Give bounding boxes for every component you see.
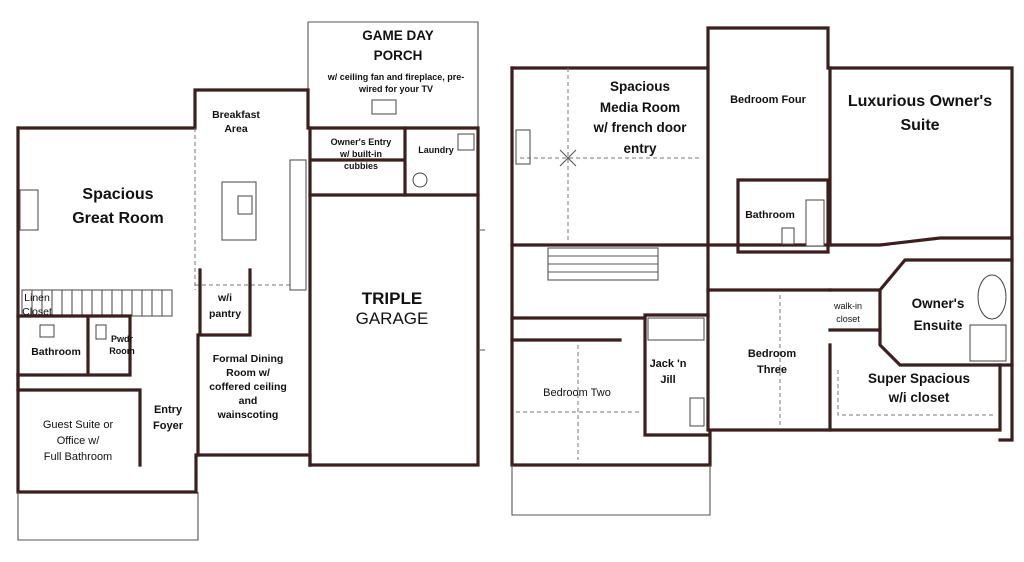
label-walkin-closet: closet <box>836 314 860 324</box>
label-media-room: Media Room <box>600 100 680 115</box>
label-media-room: Spacious <box>610 79 670 94</box>
kitchen-sink <box>237 195 253 215</box>
bedroom-three-wall <box>706 288 832 432</box>
label-game-day-porch: PORCH <box>374 48 423 63</box>
label-dining: and <box>239 395 258 407</box>
label-porch-note: w/ ceiling fan and fireplace, pre- <box>327 72 465 82</box>
label-breakfast: Area <box>224 123 248 135</box>
bedroom-two-wall <box>510 316 647 342</box>
label-garage: GARAGE <box>356 309 429 328</box>
label-owners-entry: cubbies <box>344 161 378 171</box>
closet-shelves <box>837 370 995 416</box>
ceiling-fan-icon <box>559 149 577 167</box>
pantry-wall <box>198 268 252 337</box>
label-dining: Formal Dining <box>213 353 284 365</box>
toilet-icon <box>95 324 107 340</box>
sink-icon <box>39 324 55 338</box>
tub-icon <box>805 199 825 247</box>
label-owners-entry: Owner's Entry <box>331 137 392 147</box>
shower-icon <box>969 324 1007 362</box>
jack-jill-wall <box>643 313 710 437</box>
upper-bath-wall <box>736 178 830 254</box>
label-dining: coffered ceiling <box>209 381 287 393</box>
label-owners-entry: w/ built-in <box>339 149 382 159</box>
label-bedroom-three: Bedroom <box>748 348 797 360</box>
great-room-divider <box>194 128 290 290</box>
walkin-closet-wall <box>828 288 882 332</box>
label-bedroom-three: Three <box>757 364 787 376</box>
vanity-icon <box>689 397 705 427</box>
ensuite-wall <box>877 258 1014 367</box>
label-great-room: Great Room <box>72 210 164 227</box>
toilet-icon <box>781 227 795 245</box>
media-room-wall <box>510 243 710 292</box>
main-floor <box>16 21 485 541</box>
label-pantry: pantry <box>209 308 241 320</box>
label-pantry: w/i <box>217 292 232 304</box>
washer-icon <box>457 133 475 151</box>
owner-suite-wall <box>828 236 1014 247</box>
garage-wall <box>308 193 480 467</box>
label-bedroom-two: Bedroom Two <box>543 387 611 399</box>
tub-icon <box>647 317 705 341</box>
upper-stairs <box>547 247 659 281</box>
label-bathroom: Bathroom <box>31 346 81 358</box>
porch-outline <box>307 21 479 128</box>
media-room-guides <box>520 68 700 240</box>
label-super-closet: Super Spacious <box>868 371 970 386</box>
label-laundry: Laundry <box>418 145 454 155</box>
label-guest-suite: Guest Suite or <box>43 419 114 431</box>
main-exterior-wall-top <box>16 88 480 467</box>
dryer-icon <box>412 172 428 188</box>
label-linen-closet: Closet <box>22 306 52 318</box>
label-game-day-porch: GAME DAY <box>362 28 434 43</box>
label-guest-suite: Office w/ <box>57 435 101 447</box>
label-dining: Room w/ <box>226 367 270 379</box>
entry-laundry-wall <box>308 126 407 197</box>
bath-wall <box>16 314 132 377</box>
upper-lower-outline <box>511 465 711 516</box>
label-owners-suite: Suite <box>900 117 939 134</box>
label-linen-closet: Linen <box>24 292 50 304</box>
label-owners-ensuite: Owner's <box>912 296 965 311</box>
label-porch-note: wired for your TV <box>358 84 433 94</box>
label-jack-n-jill: Jack 'n <box>650 358 687 370</box>
label-media-room: w/ french door <box>592 120 687 135</box>
media-fireplace-icon <box>515 129 531 165</box>
bathtub-icon <box>977 274 1007 320</box>
label-powder-room: Pwdr <box>111 334 134 344</box>
main-floor-labels: GAME DAY PORCH w/ ceiling fan and firepl… <box>22 28 464 463</box>
kitchen-counter <box>289 159 307 291</box>
label-great-room: Spacious <box>82 186 153 203</box>
upper-floor-labels: Spacious Media Room w/ french door entry… <box>543 79 992 405</box>
label-garage: TRIPLE <box>362 289 422 308</box>
label-foyer: Foyer <box>153 420 184 432</box>
label-breakfast: Breakfast <box>212 109 260 121</box>
fireplace-icon <box>19 189 39 231</box>
porch-fireplace-icon <box>371 99 397 115</box>
label-owners-ensuite: Ensuite <box>914 318 963 333</box>
label-jack-n-jill: Jill <box>660 374 675 386</box>
garage-door-marks <box>478 229 485 351</box>
label-guest-suite: Full Bathroom <box>44 451 112 463</box>
bedroom-two-guides <box>516 345 640 460</box>
label-media-room: entry <box>623 141 657 156</box>
label-dining: wainscoting <box>217 409 279 421</box>
label-bedroom-four: Bedroom Four <box>730 94 806 106</box>
guest-suite-wall <box>16 373 142 467</box>
label-owners-suite: Luxurious Owner's <box>848 93 992 110</box>
upper-exterior-wall-top <box>510 26 1014 442</box>
label-upper-bathroom: Bathroom <box>745 209 795 221</box>
label-powder-room: Room <box>109 346 135 356</box>
upper-floor <box>510 26 1014 516</box>
label-foyer: Entry <box>154 404 183 416</box>
super-closet-wall <box>828 343 1002 432</box>
label-walkin-closet: walk-in <box>833 301 862 311</box>
kitchen-island <box>221 181 257 241</box>
front-porch-outline <box>17 492 199 541</box>
label-super-closet: w/i closet <box>888 390 950 405</box>
